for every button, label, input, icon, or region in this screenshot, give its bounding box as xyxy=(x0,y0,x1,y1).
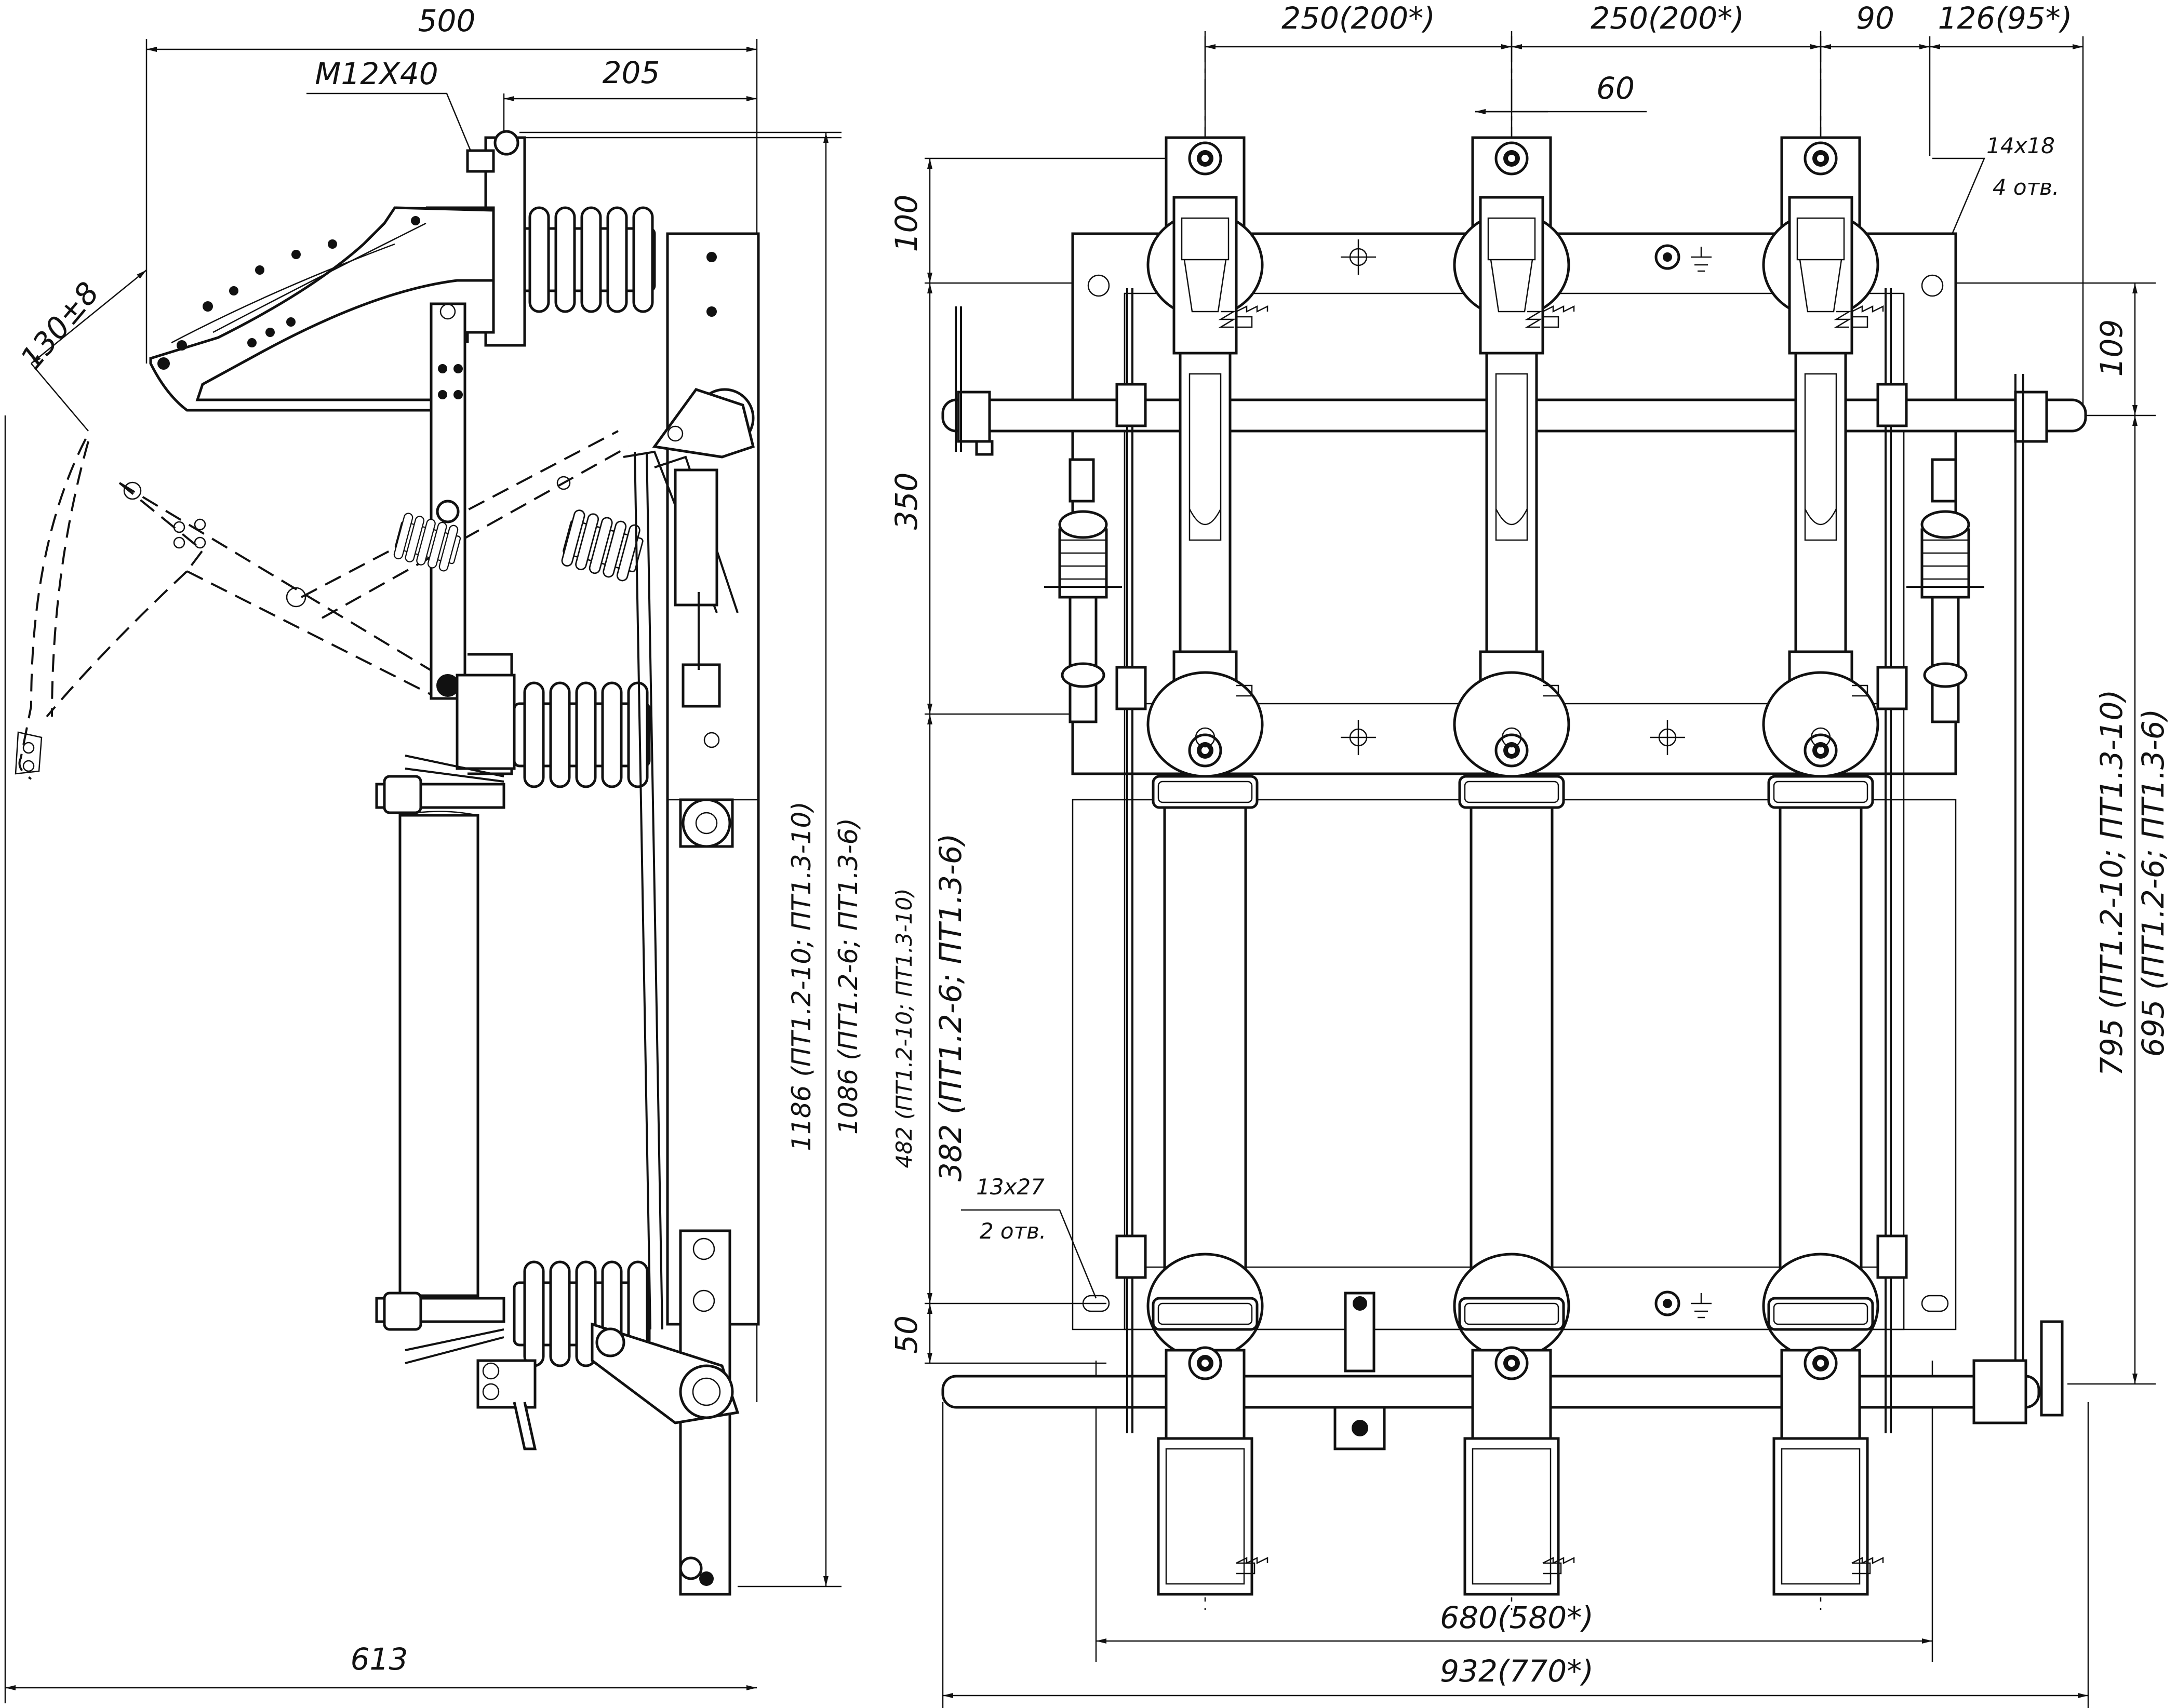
bottom-insulator xyxy=(476,1262,649,1450)
spring-right xyxy=(1906,458,1984,723)
dim-795: 795 (ПТ1.2-10; ПТ1.3-10) xyxy=(2094,690,2129,1076)
dim-350: 350 xyxy=(889,473,924,530)
fuse-tube-side xyxy=(398,814,479,1297)
dim-50: 50 xyxy=(889,1315,924,1354)
dim-613: 613 xyxy=(351,1642,408,1677)
dim-109: 109 xyxy=(2094,319,2129,377)
drive-lever-bottom xyxy=(591,1322,740,1586)
dim-126: 126(95*) xyxy=(1938,1,2073,36)
dim-932: 932(770*) xyxy=(1440,1653,1594,1689)
dim-482: 482 (ПТ1.2-10; ПТ1.3-10) xyxy=(891,888,917,1168)
dim-90: 90 xyxy=(1856,1,1894,36)
dim-1086: 1086 (ПТ1.2-6; ПТ1.3-6) xyxy=(833,818,863,1135)
dim-1186: 1186 (ПТ1.2-10; ПТ1.3-10) xyxy=(786,801,817,1151)
hole-top-size: 14x18 xyxy=(1986,133,2055,158)
dim-500: 500 xyxy=(418,3,476,38)
hole-bottom-size: 13x27 xyxy=(976,1174,1045,1200)
fuse-top-clamp xyxy=(375,755,505,814)
dim-205: 205 xyxy=(603,55,660,90)
drive-lever-top xyxy=(652,388,755,748)
arc-insulator xyxy=(559,508,647,584)
dim-680: 680(580*) xyxy=(1440,1600,1594,1635)
dim-100: 100 xyxy=(889,195,924,252)
dim-60: 60 xyxy=(1596,71,1635,106)
side-view: 500 205 M12X40 130±8 613 1186 (ПТ1.2-10;… xyxy=(4,3,863,1703)
fuse-bottom-clamp xyxy=(375,1292,505,1364)
dim-130: 130±8 xyxy=(14,275,106,376)
open-position-outline xyxy=(15,430,629,780)
middle-insulator xyxy=(456,653,649,787)
dim-250-1: 250(200*) xyxy=(1281,1,1435,36)
spring-left xyxy=(1044,458,1122,723)
dim-250-2: 250(200*) xyxy=(1591,1,1744,36)
front-view: 250(200*) 250(200*) 90 126(95*) 60 14x18… xyxy=(889,1,2171,1708)
dim-382: 382 (ПТ1.2-6; ПТ1.3-6) xyxy=(933,833,968,1182)
hole-top-count: 4 отв. xyxy=(1993,174,2059,200)
knife-blade-closed xyxy=(149,206,495,412)
dim-695: 695 (ПТ1.2-6; ПТ1.3-6) xyxy=(2135,709,2171,1057)
dim-bolt: M12X40 xyxy=(315,56,438,91)
hole-bottom-count: 2 отв. xyxy=(980,1218,1046,1244)
